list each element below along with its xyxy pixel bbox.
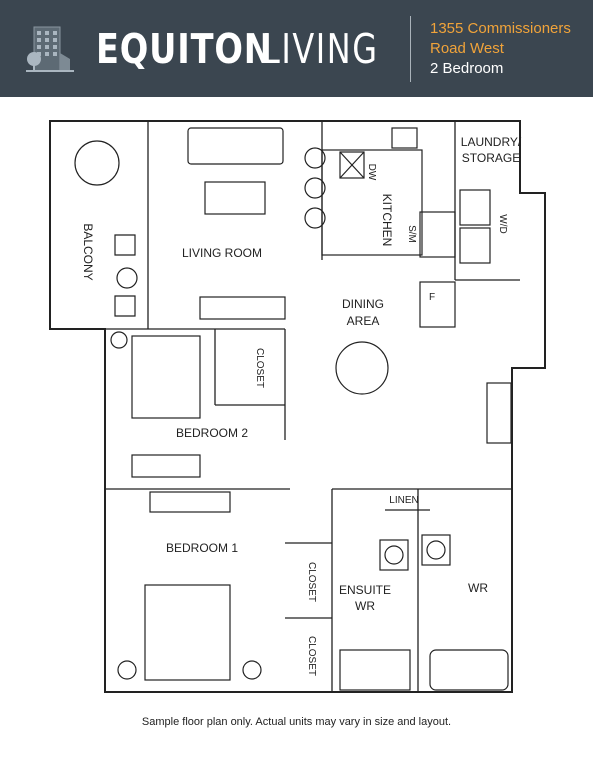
appliance-label-fridge: F: [429, 292, 435, 303]
address-line-1: 1355 Commissioners: [430, 20, 571, 37]
room-label-laundry-2: STORAGE: [462, 151, 520, 165]
floor-plan: BALCONY LIVING ROOM KITCHEN LAUNDRY/ STO…: [49, 120, 546, 693]
bathroom-fixtures: [339, 382, 512, 691]
dining-table: [335, 341, 389, 395]
room-label-dining-1: DINING: [342, 297, 384, 311]
kitchen-counters: [321, 127, 491, 328]
appliance-label-washer-dryer: W/D: [497, 214, 508, 233]
brand-logo: EQUITON LIVING: [96, 22, 412, 76]
appliance-label-dishwasher: DW: [366, 164, 377, 181]
address-block: 1355 Commissioners Road West 2 Bedroom: [430, 19, 571, 79]
balcony-furniture: [74, 140, 138, 317]
address-line-2: Road West: [430, 40, 504, 57]
room-label-dining-2: AREA: [347, 314, 380, 328]
building-tree-icon: [26, 26, 74, 72]
living-room-furniture: [187, 127, 326, 320]
bedroom2-furniture: [110, 331, 201, 478]
header-bar: EQUITON LIVING 1355 Commissioners Road W…: [0, 0, 593, 97]
room-label-ensuite-2: WR: [355, 599, 375, 613]
header-divider: [410, 16, 411, 82]
room-label-linen: LINEN: [389, 495, 418, 506]
room-label-closet-bedroom1-top: CLOSET: [306, 562, 317, 602]
disclaimer-text: Sample floor plan only. Actual units may…: [141, 716, 452, 728]
room-label-balcony: BALCONY: [81, 223, 95, 280]
room-label-laundry-1: LAUNDRY/: [461, 135, 522, 149]
room-label-kitchen: KITCHEN: [380, 194, 394, 247]
room-label-bedroom1: BEDROOM 1: [166, 541, 238, 555]
brand-name-bold: EQUITON: [96, 25, 273, 73]
brand-name-light: LIVING: [262, 25, 379, 73]
bedroom1-furniture: [117, 491, 262, 681]
room-label-closet-bedroom2: CLOSET: [254, 348, 265, 388]
room-label-closet-bedroom1-bottom: CLOSET: [306, 636, 317, 676]
room-label-living-room: LIVING ROOM: [182, 246, 262, 260]
room-label-bedroom2: BEDROOM 2: [176, 426, 248, 440]
appliance-label-stove-microwave: S/M: [406, 225, 417, 243]
room-label-wr: WR: [468, 581, 488, 595]
unit-type: 2 Bedroom: [430, 60, 504, 77]
room-label-ensuite-1: ENSUITE: [339, 583, 391, 597]
